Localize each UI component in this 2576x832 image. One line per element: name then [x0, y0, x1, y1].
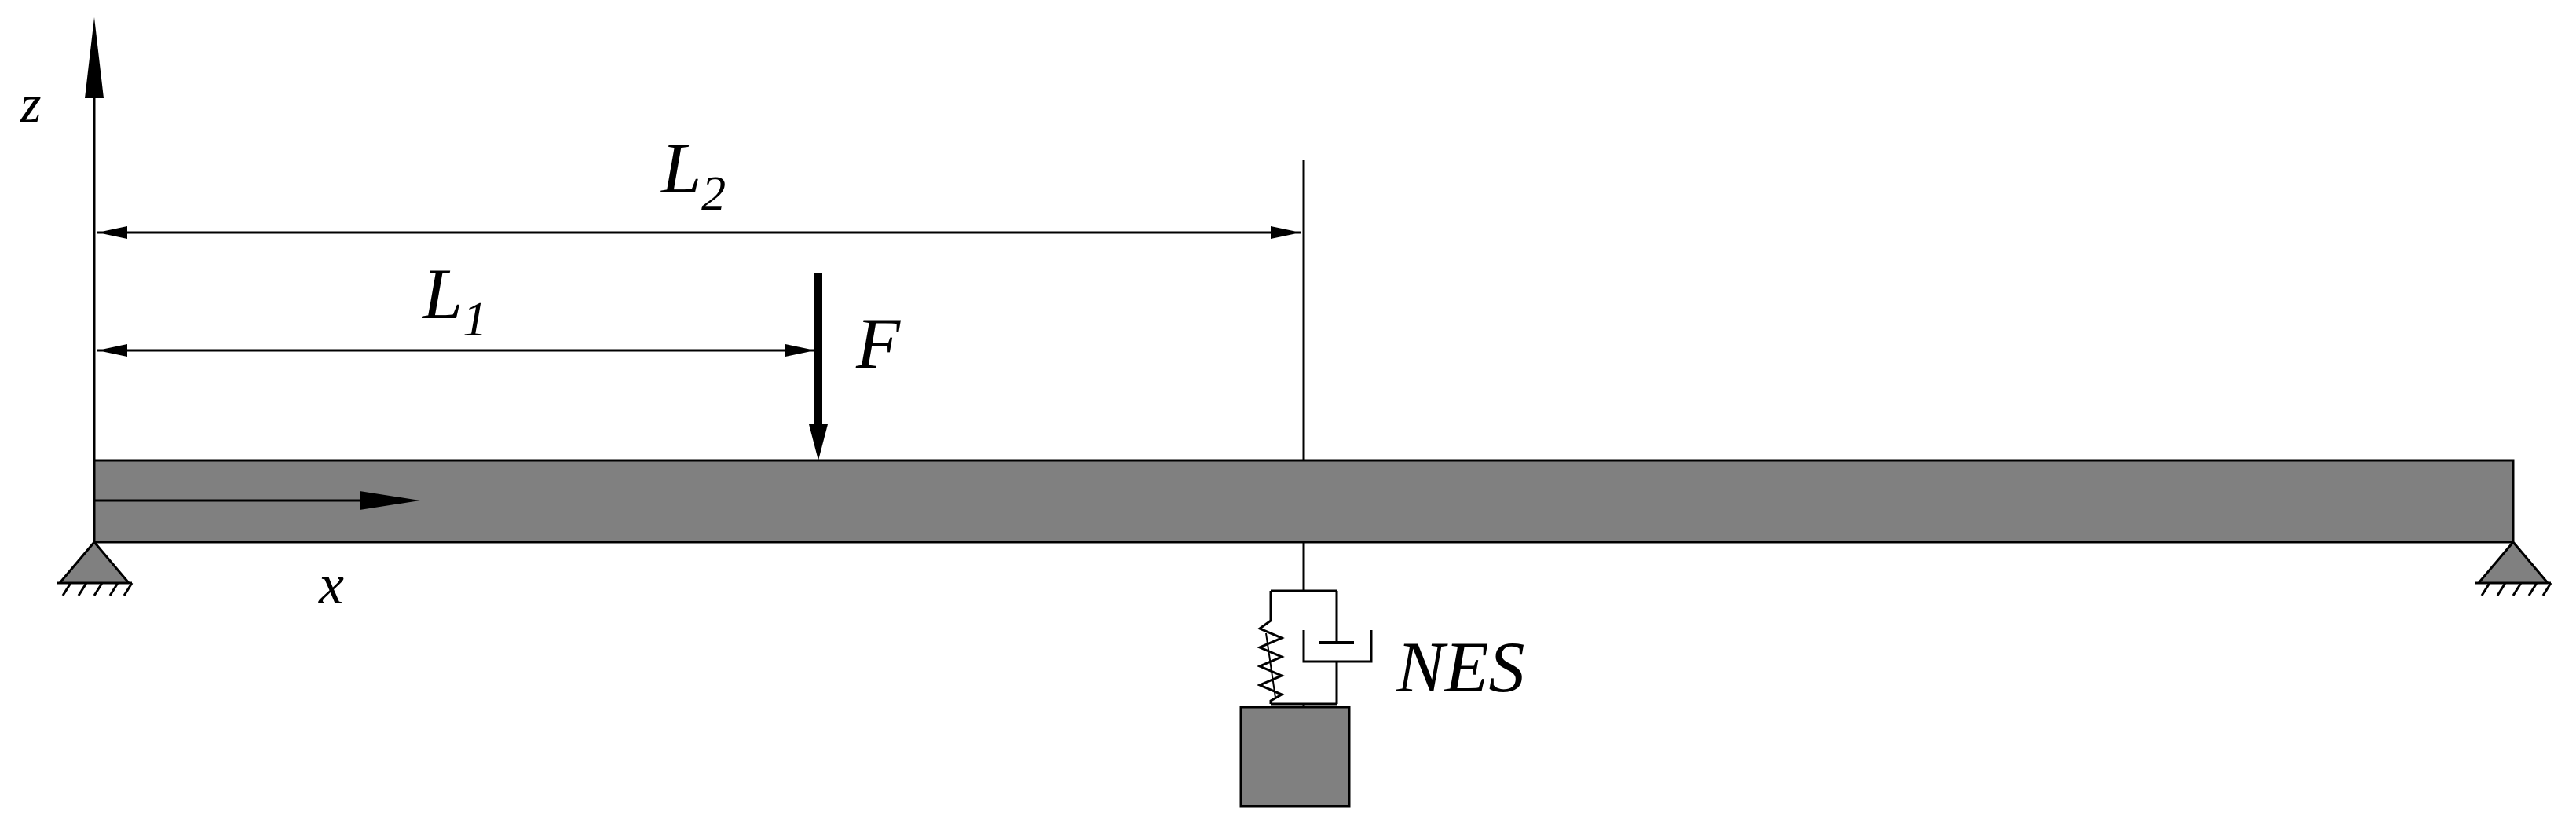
right-support: [2475, 540, 2552, 596]
l1-right-arrowhead: [785, 344, 815, 357]
left-support: [57, 540, 134, 596]
force-arrow: [809, 273, 828, 460]
nes-spring: [1257, 613, 1285, 704]
force-label: F: [855, 303, 901, 383]
z-axis-arrowhead: [85, 17, 104, 98]
z-axis-label: z: [20, 74, 41, 134]
l2-label: L2: [660, 128, 726, 221]
nes-absorber: [1239, 542, 1373, 808]
beam: [93, 459, 2515, 544]
nes-label: NES: [1396, 627, 1525, 707]
l2-dimension: [97, 226, 1301, 239]
x-axis-label: x: [318, 553, 344, 616]
l1-label: L1: [421, 254, 487, 346]
force-arrowhead: [809, 424, 828, 460]
l2-right-arrowhead: [1271, 226, 1301, 239]
l2-left-arrowhead: [97, 226, 127, 239]
x-axis: [94, 491, 420, 510]
l1-left-arrowhead: [97, 344, 127, 357]
x-axis-arrowhead: [360, 491, 420, 510]
nes-mass: [1239, 706, 1351, 808]
nes-damper: [1302, 613, 1373, 704]
l1-dimension: [97, 344, 815, 357]
